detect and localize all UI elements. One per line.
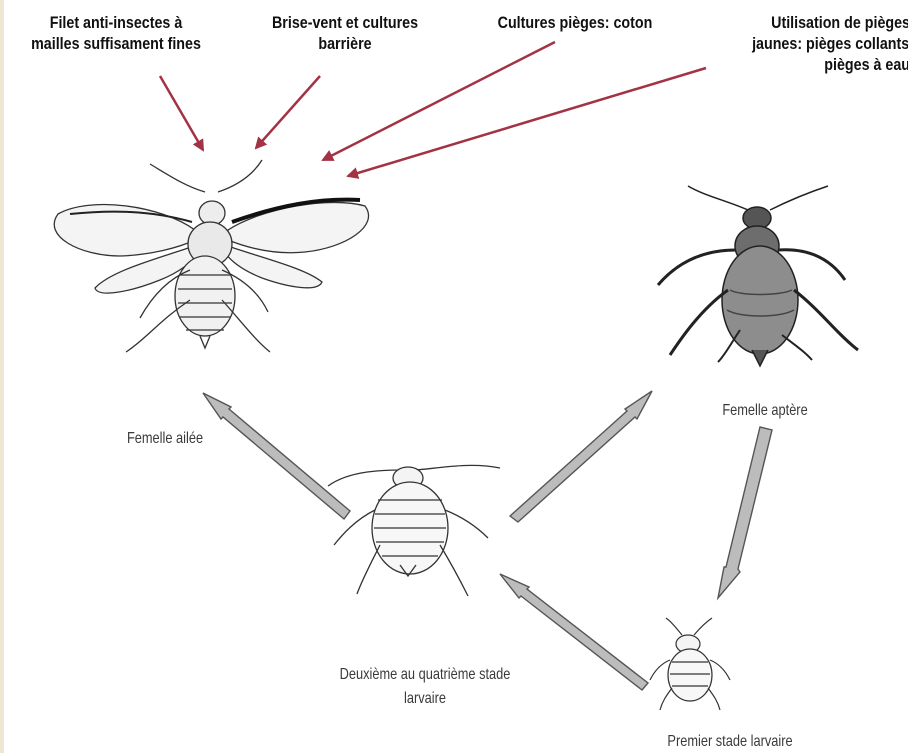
first-instar-aphid-icon	[650, 618, 730, 710]
nymph-aphid-icon	[328, 465, 500, 596]
wingless-aphid-icon	[658, 186, 858, 366]
winged-aphid-icon	[54, 160, 368, 352]
cycle-arrow-to-wingless	[510, 391, 652, 522]
cycle-arrow-to-nymph	[500, 574, 648, 690]
cycle-arrow-to-winged	[203, 393, 350, 519]
pointer-arrow-pieges-jaunes	[348, 68, 706, 176]
pointer-arrow-brise-vent	[256, 76, 320, 148]
cycle-arrow-to-first-instar	[718, 427, 772, 598]
pointer-arrow-cultures-pieges	[323, 42, 555, 160]
pointer-arrow-filet	[160, 76, 203, 150]
